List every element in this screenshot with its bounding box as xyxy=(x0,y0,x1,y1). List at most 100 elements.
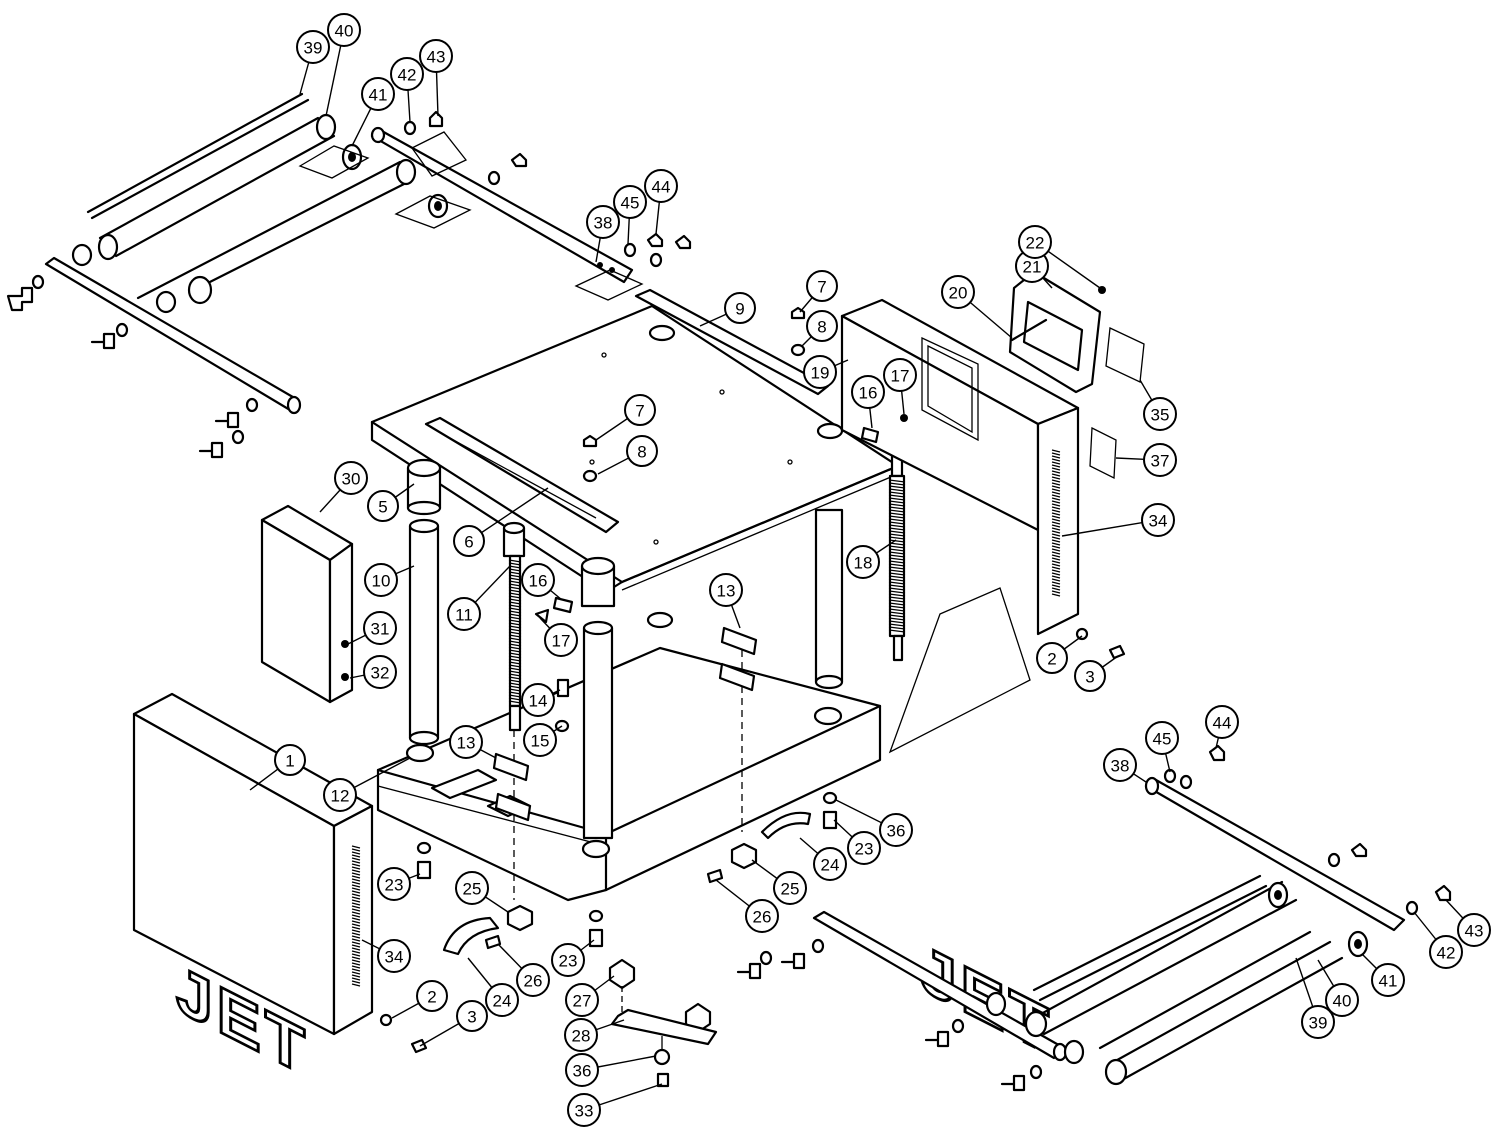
callout-16: 16 xyxy=(851,375,885,429)
columns xyxy=(406,434,906,900)
callout-10: 10 xyxy=(364,563,415,597)
callout-label: 2 xyxy=(1047,650,1056,669)
callout-label: 42 xyxy=(1437,944,1456,963)
infeed-roller-assembly xyxy=(6,92,692,459)
callout-label: 13 xyxy=(457,734,476,753)
callout-label: 17 xyxy=(552,632,571,651)
callout-label: 43 xyxy=(427,48,446,67)
callout-44: 44 xyxy=(644,169,678,235)
callout-30: 30 xyxy=(319,461,368,513)
callout-38: 38 xyxy=(586,205,620,263)
callout-label: 23 xyxy=(385,876,404,895)
callout-39: 39 xyxy=(1295,957,1335,1039)
callout-label: 22 xyxy=(1026,234,1045,253)
callout-label: 36 xyxy=(887,822,906,841)
callout-label: 42 xyxy=(398,66,417,85)
callout-label: 23 xyxy=(855,840,874,859)
callout-label: 14 xyxy=(529,692,548,711)
callout-40: 40 xyxy=(1317,959,1359,1017)
callout-label: 39 xyxy=(1309,1014,1328,1033)
callout-42: 42 xyxy=(390,57,424,123)
callout-2: 2 xyxy=(391,980,448,1019)
callout-24: 24 xyxy=(799,837,847,881)
callout-label: 25 xyxy=(781,880,800,899)
outfeed-roller-assembly xyxy=(736,744,1452,1092)
callout-9: 9 xyxy=(699,292,756,327)
callout-23: 23 xyxy=(551,939,595,977)
callout-27: 27 xyxy=(565,975,615,1017)
callout-label: 44 xyxy=(1213,714,1232,733)
callout-label: 24 xyxy=(821,856,840,875)
callout-label: 34 xyxy=(385,948,404,967)
callout-45: 45 xyxy=(613,185,647,245)
callout-41: 41 xyxy=(1361,953,1405,997)
callout-label: 45 xyxy=(621,194,640,213)
callout-35: 35 xyxy=(1139,379,1177,431)
callout-3: 3 xyxy=(419,1000,488,1047)
callout-label: 27 xyxy=(573,992,592,1011)
callout-label: 26 xyxy=(753,908,772,927)
callout-43: 43 xyxy=(1445,899,1491,947)
callout-43: 43 xyxy=(419,39,453,117)
front-cover-1: JET xyxy=(132,692,374,1093)
callout-label: 15 xyxy=(531,732,550,751)
callout-45: 45 xyxy=(1145,721,1179,773)
base-frame xyxy=(376,611,882,902)
callout-label: 11 xyxy=(455,606,473,625)
jet-logo-rear: JET xyxy=(920,929,1053,1071)
callout-label: 43 xyxy=(1465,922,1484,941)
callout-label: 37 xyxy=(1151,452,1170,471)
callout-label: 40 xyxy=(1333,992,1352,1011)
callout-28: 28 xyxy=(564,1018,625,1052)
callout-11: 11 xyxy=(447,565,511,631)
callout-label: 25 xyxy=(463,880,482,899)
callout-label: 31 xyxy=(371,620,390,639)
callout-25: 25 xyxy=(455,871,509,913)
callout-label: 16 xyxy=(859,384,878,403)
callout-5: 5 xyxy=(367,483,415,522)
callout-37: 37 xyxy=(1115,443,1177,477)
callout-23: 23 xyxy=(377,867,421,901)
callout-label: 6 xyxy=(464,533,473,552)
callout-2: 2 xyxy=(1036,635,1083,674)
callout-18: 18 xyxy=(846,539,897,579)
callout-label: 38 xyxy=(594,214,613,233)
callout-8: 8 xyxy=(801,310,838,347)
callout-8: 8 xyxy=(597,435,658,475)
callout-label: 36 xyxy=(573,1062,592,1081)
callout-20: 20 xyxy=(941,275,1013,339)
callout-label: 16 xyxy=(529,572,548,591)
callout-44: 44 xyxy=(1205,705,1239,749)
callout-26: 26 xyxy=(497,943,550,997)
callout-label: 20 xyxy=(949,284,968,303)
callout-34: 34 xyxy=(1061,503,1175,537)
callout-24: 24 xyxy=(467,957,519,1017)
callout-7: 7 xyxy=(595,394,656,441)
callout-label: 45 xyxy=(1153,730,1172,749)
callout-33: 33 xyxy=(567,1083,663,1127)
callout-36: 36 xyxy=(565,1053,657,1087)
callout-36: 36 xyxy=(835,799,913,847)
callout-16: 16 xyxy=(521,563,563,601)
callout-label: 34 xyxy=(1149,512,1168,531)
callout-15: 15 xyxy=(523,723,563,757)
callout-12: 12 xyxy=(323,757,411,812)
callout-label: 13 xyxy=(717,582,736,601)
callout-14: 14 xyxy=(521,683,561,717)
small-hardware xyxy=(379,306,1126,1054)
callout-label: 32 xyxy=(371,664,390,683)
callout-label: 9 xyxy=(735,300,744,319)
callout-label: 39 xyxy=(304,39,323,58)
callout-13: 13 xyxy=(709,573,743,629)
callout-17: 17 xyxy=(883,358,917,415)
chain-drive xyxy=(442,811,812,1088)
callout-label: 2 xyxy=(427,988,436,1007)
callout-32: 32 xyxy=(349,655,397,689)
callout-label: 10 xyxy=(372,572,391,591)
callout-label: 24 xyxy=(493,992,512,1011)
callout-6: 6 xyxy=(453,487,549,557)
callout-22: 22 xyxy=(1018,225,1101,289)
callout-label: 41 xyxy=(369,86,388,105)
callout-13: 13 xyxy=(449,725,497,759)
